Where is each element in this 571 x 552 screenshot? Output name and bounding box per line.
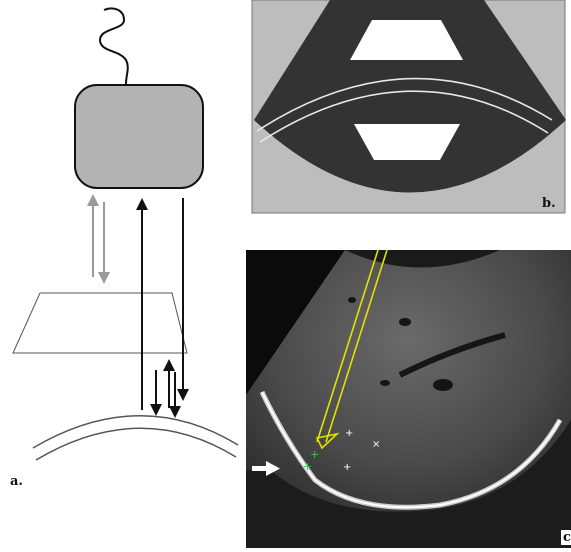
caliper-mark-2: × (372, 439, 380, 450)
vessel-5 (348, 297, 356, 303)
panel-b-label: b. (542, 196, 556, 211)
panel-a-diagram (13, 8, 238, 460)
transducer-probe (75, 85, 203, 188)
curved-interface-outer (33, 416, 238, 448)
panel-c-ultrasound: + + + × + (246, 250, 571, 548)
panel-c-label: c (561, 530, 571, 545)
caliper-mark-3: + (343, 462, 351, 473)
vessel-3 (399, 318, 411, 326)
curved-interface-inner (36, 428, 236, 460)
panel-b-diagram (252, 0, 566, 213)
interface-plane (13, 293, 187, 353)
panel-a-label: a. (10, 474, 23, 489)
vessel-2 (433, 379, 453, 391)
caliper-mark-1: + (345, 428, 353, 439)
green-marker-2: + (303, 460, 312, 473)
transducer-cable (100, 8, 128, 84)
vessel-4 (380, 380, 390, 386)
